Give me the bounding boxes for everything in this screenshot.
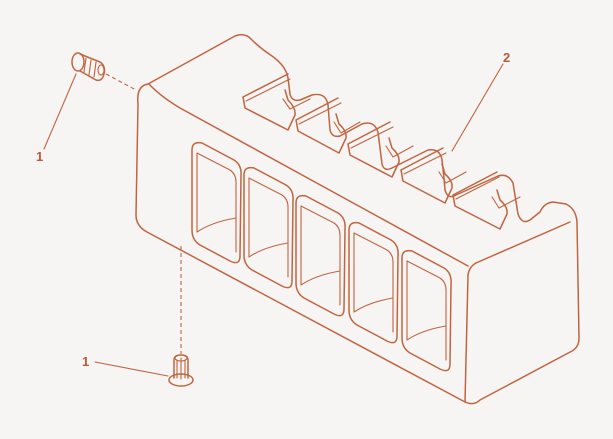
callout-label-1-bottom: 1: [82, 354, 89, 369]
block-front-edge: [464, 221, 571, 403]
window-4-inner: [353, 232, 394, 333]
fastener-top-shank: [79, 53, 106, 82]
cable-holder-block: [135, 33, 580, 405]
top-slot-2-inner: [298, 102, 361, 134]
top-slot-4-inner: [403, 152, 467, 184]
window-2-inner: [248, 177, 289, 278]
fastener-top-head: [71, 52, 85, 72]
window-1-inner: [196, 152, 237, 253]
leader-line-2: [451, 63, 504, 152]
window-5-inner: [406, 260, 447, 361]
callout-1-top: 1: [36, 73, 77, 164]
callout-1-bottom: 1: [82, 354, 169, 377]
window-1: [191, 141, 242, 264]
window-3-inner: [300, 205, 341, 306]
front-windows: [191, 141, 452, 372]
top-slot-4: [400, 147, 453, 204]
fastener-top-ribs: [83, 57, 97, 78]
fastener-top-tip: [97, 64, 105, 76]
fastener-top: [71, 52, 106, 82]
leader-line-1-top: [43, 73, 77, 150]
window-4: [348, 221, 399, 344]
callout-label-1-top: 1: [36, 149, 43, 164]
leader-line-1-bottom: [94, 361, 169, 377]
block-top-front-edge: [148, 83, 469, 267]
block-outline: [135, 33, 580, 405]
fastener-bottom-top: [174, 354, 188, 362]
callout-2: 2: [451, 50, 510, 152]
top-slot-1-inner: [245, 78, 311, 110]
callout-label-2: 2: [503, 50, 510, 65]
top-slot-3: [347, 121, 400, 178]
top-slot-1: [242, 73, 296, 131]
window-5: [401, 249, 452, 372]
top-slots: [242, 73, 521, 230]
top-slot-3-inner: [350, 126, 414, 158]
top-slot-5: [452, 171, 508, 230]
window-3: [295, 194, 346, 317]
fastener-bottom: [168, 354, 194, 387]
top-slot-5-inner: [455, 176, 521, 209]
fastener-top-guide-line: [105, 73, 137, 91]
window-2: [243, 166, 294, 289]
top-slot-2: [295, 97, 347, 154]
